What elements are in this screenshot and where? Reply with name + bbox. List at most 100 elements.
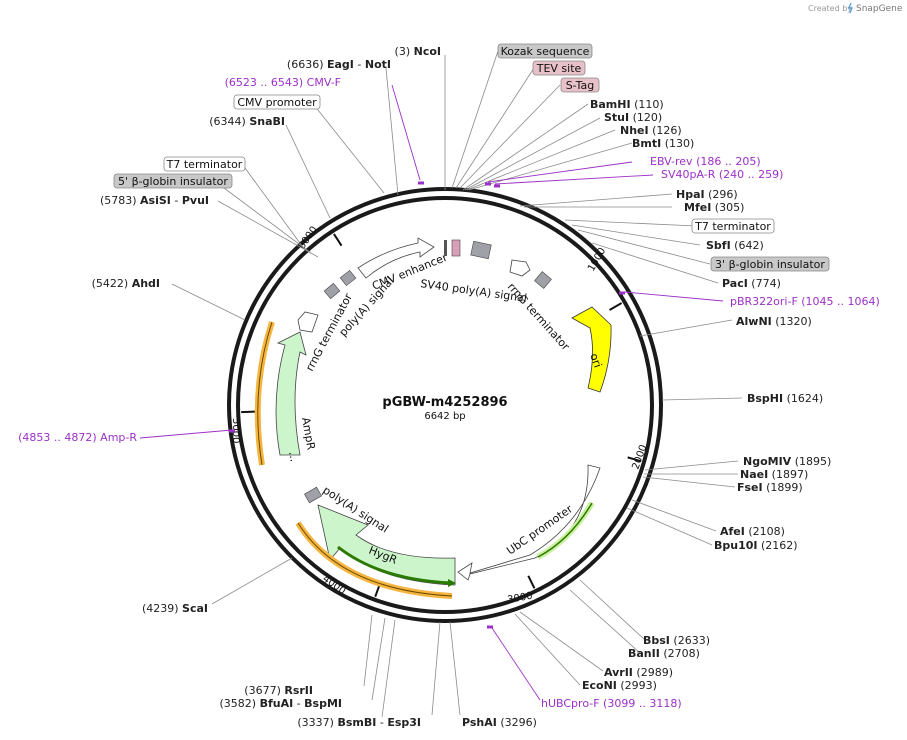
primer-amp-r[interactable]: (4853 .. 4872) Amp-R bbox=[18, 431, 137, 444]
site-paci[interactable]: PacI (774) bbox=[722, 277, 781, 290]
primer-cmv-f[interactable]: (6523 .. 6543) CMV-F bbox=[225, 76, 341, 89]
leader-line bbox=[624, 291, 724, 302]
site-bfuai-bspmi[interactable]: (3582) BfuAI - BspMI bbox=[219, 697, 342, 710]
leader-line bbox=[569, 589, 641, 654]
site-bamhi[interactable]: BamHI (110) bbox=[590, 98, 664, 111]
box-s-tag[interactable]: S-Tag bbox=[560, 77, 600, 93]
tick-label: 5000 bbox=[230, 418, 241, 443]
leader-line bbox=[466, 129, 616, 191]
leader-line bbox=[468, 142, 633, 191]
box-cmv-promoter[interactable]: CMV promoter bbox=[233, 94, 321, 110]
leader-line bbox=[591, 242, 719, 284]
sv40-polya-feature[interactable] bbox=[470, 240, 492, 260]
svg-text:CMV promoter: CMV promoter bbox=[237, 96, 317, 109]
svg-text:NheI (126): NheI (126) bbox=[620, 124, 682, 137]
ori-feature[interactable] bbox=[571, 306, 612, 393]
tick-mark bbox=[527, 575, 536, 589]
box-t7-terminator-right[interactable]: T7 terminator bbox=[691, 218, 775, 234]
svg-text:BanII (2708): BanII (2708) bbox=[628, 647, 700, 660]
site-ngomiv[interactable]: NgoMIV (1895) bbox=[743, 455, 831, 468]
primer-hubcpro-f[interactable]: hUBCpro-F (3099 .. 3118) bbox=[541, 697, 682, 710]
primer-ebv-rev[interactable]: EBV-rev (186 .. 205) bbox=[650, 155, 761, 168]
insulator-right-feature[interactable] bbox=[534, 271, 552, 289]
box-5-globin-insulator[interactable]: 5' β-globin insulator bbox=[113, 173, 233, 189]
leader-line bbox=[371, 617, 386, 701]
primer-pbr322ori-f[interactable]: pBR322ori-F (1045 .. 1064) bbox=[730, 295, 880, 308]
svg-text:SbfI (642): SbfI (642) bbox=[706, 239, 764, 252]
svg-text:PshAI (3296): PshAI (3296) bbox=[462, 716, 537, 729]
leader-line bbox=[631, 499, 717, 532]
box-3-globin-insulator[interactable]: 3' β-globin insulator bbox=[710, 256, 830, 272]
site-eagi-noti[interactable]: (6636) EagI - NotI bbox=[287, 58, 391, 71]
leader-line bbox=[455, 67, 535, 189]
cmv-enhancer-feature[interactable] bbox=[357, 237, 435, 279]
leader-line bbox=[219, 184, 312, 254]
site-bsphi[interactable]: BspHI (1624) bbox=[747, 392, 823, 405]
site-banii[interactable]: BanII (2708) bbox=[628, 647, 700, 660]
leader-line bbox=[464, 117, 601, 191]
primer-mark bbox=[418, 181, 424, 185]
ampr-dots: ... bbox=[286, 450, 301, 463]
primer-sv40pa-r[interactable]: SV40pA-R (240 .. 259) bbox=[661, 168, 783, 181]
ampr-feature[interactable] bbox=[275, 331, 307, 456]
svg-text:(6344) SnaBI: (6344) SnaBI bbox=[209, 115, 285, 128]
leader-line bbox=[494, 174, 654, 185]
box-kozak-sequence[interactable]: Kozak sequence bbox=[497, 43, 593, 59]
site-nhei[interactable]: NheI (126) bbox=[620, 124, 682, 137]
ubc-orf-line bbox=[537, 502, 593, 558]
svg-text:T7 terminator: T7 terminator bbox=[694, 220, 771, 233]
site-econi[interactable]: EcoNI (2993) bbox=[582, 679, 657, 692]
site-snabi[interactable]: (6344) SnaBI bbox=[209, 115, 285, 128]
primer-mark bbox=[485, 182, 491, 186]
svg-text:TEV site: TEV site bbox=[536, 62, 582, 75]
site-mfei[interactable]: MfeI (305) bbox=[684, 201, 744, 214]
svg-text:NaeI (1897): NaeI (1897) bbox=[740, 468, 808, 481]
site-ncoi[interactable]: (3) NcoI bbox=[395, 45, 441, 58]
svg-text:(3582) BfuAI - BspMI: (3582) BfuAI - BspMI bbox=[219, 697, 342, 710]
svg-text:(3337) BsmBI - Esp3I: (3337) BsmBI - Esp3I bbox=[297, 716, 421, 729]
hygr-orf-line bbox=[337, 545, 453, 585]
credit-brand: SnapGene bbox=[856, 4, 903, 14]
site-bsmbi-esp3i[interactable]: (3337) BsmBI - Esp3I bbox=[297, 716, 421, 729]
site-fsei[interactable]: FseI (1899) bbox=[737, 481, 803, 494]
leader-line bbox=[577, 229, 711, 265]
site-scai[interactable]: (4239) ScaI bbox=[142, 602, 208, 615]
leader-line bbox=[564, 219, 697, 227]
site-bbsi[interactable]: BbsI (2633) bbox=[643, 634, 710, 647]
site-asisi-pvui[interactable]: (5783) AsiSI - PvuI bbox=[100, 194, 209, 207]
leader-line bbox=[285, 124, 331, 219]
rrng-left-feature[interactable] bbox=[297, 311, 319, 333]
site-alwni[interactable]: AlwNI (1320) bbox=[736, 315, 812, 328]
orf-bottom-orange-core bbox=[297, 522, 453, 597]
leader-lines bbox=[139, 50, 743, 718]
polya-left-feature[interactable] bbox=[323, 282, 341, 300]
svg-text:HpaI (296): HpaI (296) bbox=[676, 188, 738, 201]
leader-line bbox=[514, 613, 581, 686]
site-rsrii[interactable]: (3677) RsrII bbox=[244, 684, 313, 697]
credit-prefix: Created by bbox=[808, 4, 852, 13]
leader-line bbox=[491, 627, 541, 701]
tick-mark bbox=[333, 233, 343, 247]
ubc-promoter-feature[interactable] bbox=[457, 464, 601, 581]
site-pshai[interactable]: PshAI (3296) bbox=[462, 716, 537, 729]
box-tev-site[interactable]: TEV site bbox=[532, 60, 586, 76]
hygr-orf-arrow bbox=[448, 579, 456, 587]
svg-text:StuI (120): StuI (120) bbox=[604, 111, 662, 124]
site-bmti[interactable]: BmtI (130) bbox=[632, 137, 694, 150]
svg-text:MfeI (305): MfeI (305) bbox=[684, 201, 744, 214]
site-avrii[interactable]: AvrII (2989) bbox=[604, 666, 673, 679]
site-sbfi[interactable]: SbfI (642) bbox=[706, 239, 764, 252]
site-afei[interactable]: AfeI (2108) bbox=[720, 525, 785, 538]
tick-mark bbox=[627, 456, 642, 463]
site-stui[interactable]: StuI (120) bbox=[604, 111, 662, 124]
site-naei[interactable]: NaeI (1897) bbox=[740, 468, 808, 481]
polya-bottom-feature[interactable] bbox=[304, 486, 322, 504]
site-bpu10i[interactable]: Bpu10I (2162) bbox=[714, 539, 798, 552]
svg-text:NgoMIV (1895): NgoMIV (1895) bbox=[743, 455, 831, 468]
box-t7-terminator-left[interactable]: T7 terminator bbox=[163, 156, 246, 172]
tev-mark bbox=[451, 239, 461, 257]
site-ahdi[interactable]: (5422) AhdI bbox=[92, 277, 160, 290]
site-hpai[interactable]: HpaI (296) bbox=[676, 188, 738, 201]
rrng-right-feature[interactable] bbox=[509, 259, 531, 277]
insulator-left-feature[interactable] bbox=[339, 269, 357, 287]
